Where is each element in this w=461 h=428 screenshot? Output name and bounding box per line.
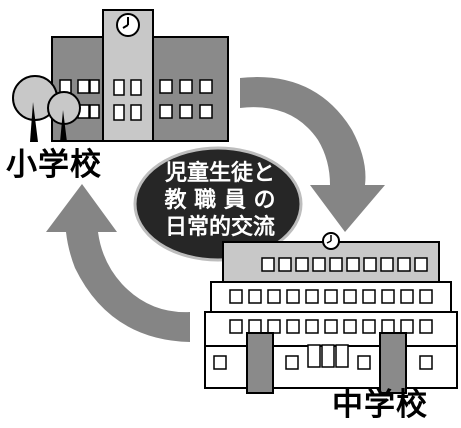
entrance-doors	[307, 344, 349, 368]
elementary-school-label: 小学校	[6, 147, 102, 183]
center-oval	[133, 146, 303, 262]
clock-icon	[322, 232, 340, 250]
arrow-elementary-to-junior	[240, 77, 385, 232]
junior-high-school-building	[204, 232, 458, 394]
center-text-line-3: 日常的交流	[164, 215, 275, 240]
center-text-line-1: 児童生徒と	[164, 161, 275, 186]
elementary-school-building	[51, 9, 229, 142]
tree-icon	[12, 75, 81, 142]
center-oval-text: 児童生徒と 教 職 員 の 日常的交流	[140, 160, 300, 241]
arrow-junior-to-elementary	[46, 184, 190, 342]
clock-icon	[116, 13, 140, 37]
center-text-line-2: 教 職 員 の	[164, 188, 276, 213]
junior-high-school-label: 中学校	[332, 387, 428, 423]
